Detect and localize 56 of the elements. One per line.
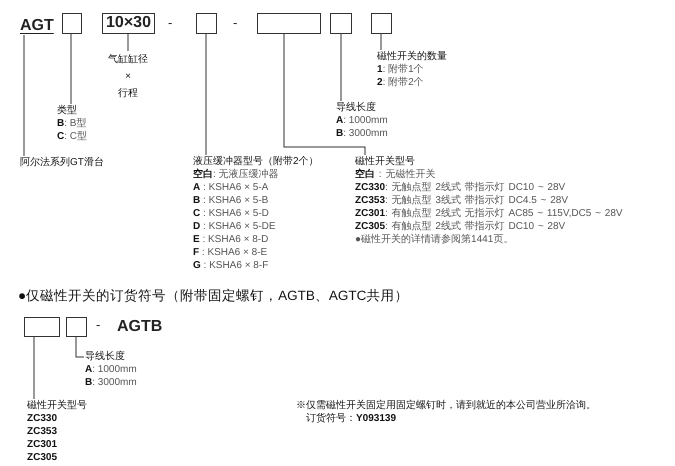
option-text: ZC301 (27, 438, 58, 451)
option-text: ZC305: 有触点型 2线式 带指示灯 DC10 ~ 28V (355, 220, 566, 233)
section-heading: ●仅磁性开关的订货符号（附带固定螺钉，AGTB、AGTC共用） (18, 287, 408, 305)
option-text: 2: 附带2个 (377, 76, 424, 89)
leader-line (340, 34, 342, 102)
leader-line (76, 336, 84, 358)
code-box (257, 13, 321, 34)
option-text: E : KSHA6 × 8-D (193, 233, 268, 246)
option-text: B: 3000mm (85, 376, 137, 389)
option-text: C : KSHA6 × 5-D (193, 207, 269, 220)
model-code: AGTB (117, 318, 162, 336)
option-text: A: 1000mm (336, 114, 388, 127)
option-text: B: 3000mm (336, 127, 388, 140)
code-box (371, 13, 392, 34)
option-text: ZC330: 无触点型 2线式 带指示灯 DC10 ~ 28V (355, 181, 566, 194)
code-box (62, 13, 82, 34)
option-text: B: B型 (57, 117, 86, 130)
field-heading: 导线长度 (85, 350, 125, 363)
field-heading: 磁性开关型号 (27, 399, 87, 412)
field-heading: 液压缓冲器型号（附带2个） (193, 155, 319, 168)
code-box (66, 317, 87, 337)
option-text: 1: 附带1个 (377, 63, 424, 76)
field-heading: 导线长度 (336, 101, 376, 114)
option-text: ●磁性开关的详情请参阅第1441页。 (355, 233, 514, 246)
option-text: B : KSHA6 × 5-B (193, 194, 268, 207)
field-heading: 类型 (57, 104, 77, 117)
code-box (330, 13, 352, 34)
option-text: 空白: 无液压缓冲器 (193, 168, 279, 181)
option-text: A: 1000mm (85, 363, 137, 376)
option-text: ZC305 (27, 451, 58, 464)
option-text: G : KSHA6 × 8-F (193, 259, 268, 272)
note-text: ※仅需磁性开关固定用固定螺钉时，请到就近的本公司营业所洽询。 (296, 399, 596, 412)
separator-dash: - (96, 318, 100, 331)
field-heading: 磁性开关型号 (355, 155, 415, 168)
model-code: AGT (20, 17, 54, 35)
code-box: 10×30 (102, 13, 155, 34)
option-text: ZC353: 无触点型 3线式 带指示灯 DC4.5 ~ 28V (355, 194, 568, 207)
leader-line (284, 34, 366, 156)
code-box (24, 317, 60, 337)
leader-line (70, 34, 72, 104)
bore-stroke-label: 气缸缸径 × 行程 (106, 51, 150, 102)
option-text: ZC353 (27, 425, 58, 438)
field-heading: 磁性开关的数量 (377, 50, 447, 63)
option-text: 空白 : 无磁性开关 (355, 168, 436, 181)
option-text: F : KSHA6 × 8-E (193, 246, 268, 259)
option-text: ZC301: 有触点型 2线式 无指示灯 AC85 ~ 115V,DC5 ~ 28V (355, 207, 623, 220)
separator-dash: - (168, 16, 172, 29)
separator-dash: - (233, 16, 238, 29)
series-label: 阿尔法系列GT滑台 (20, 156, 104, 169)
option-text: ZC330 (27, 412, 58, 425)
option-text: D : KSHA6 × 5-DE (193, 220, 276, 233)
leader-line (380, 34, 382, 50)
code-box (196, 13, 217, 34)
option-text: A : KSHA6 × 5-A (193, 181, 268, 194)
order-code-text: 订货符号：Y093139 (306, 412, 396, 425)
option-text: C: C型 (57, 130, 88, 143)
